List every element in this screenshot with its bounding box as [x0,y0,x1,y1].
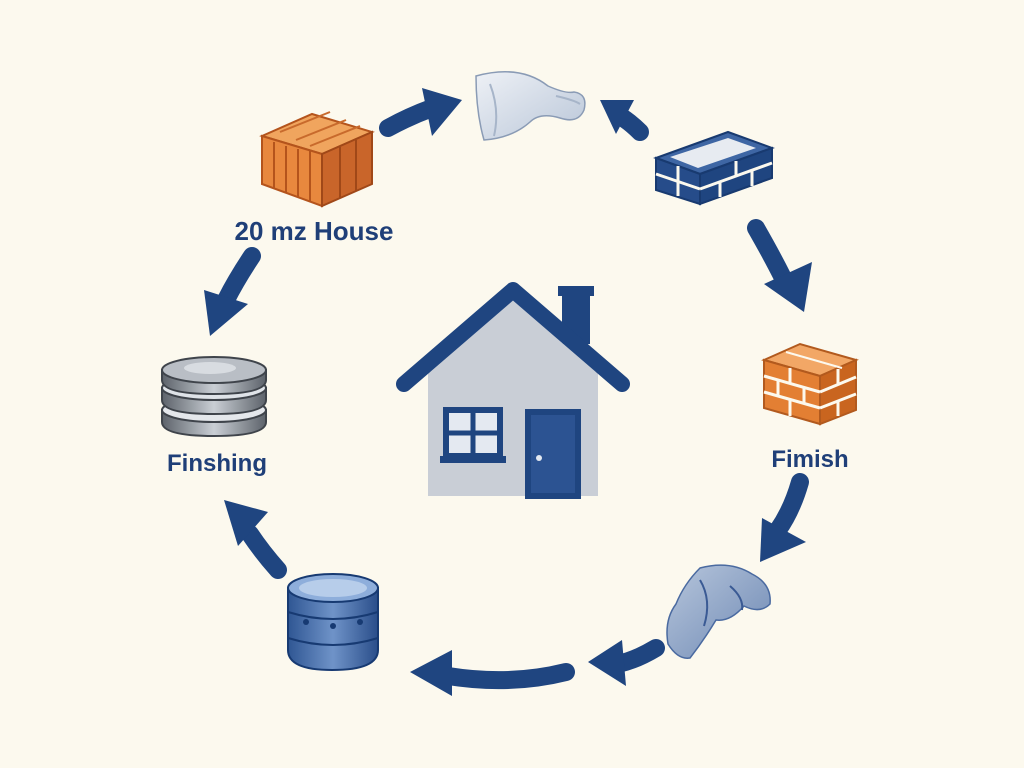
metal-disc-stack-icon [161,356,267,438]
arrow-top-right-to-right [747,219,812,312]
door-icon [525,409,581,499]
arrow-bottom-right-to-bottom-center [588,639,665,686]
arrow-right-to-bottom-right [760,473,809,562]
arrow-label-to-left [204,247,261,336]
arrow-drum-to-left [224,500,287,579]
arrow-top-right-to-top [600,100,649,141]
drum-barrel-icon [287,573,379,672]
roof-icon [396,282,630,392]
arrow-top-left-to-top [379,88,462,137]
label-finish: Fimish [771,446,848,473]
folded-cloth-icon [666,564,771,659]
brick-wall-icon [761,342,859,426]
wood-block-icon [259,111,375,208]
block-stack-icon [653,130,775,206]
label-finishing: Finshing [167,450,267,477]
window-icon [440,407,506,463]
label-house-size: 20 mz House [235,216,394,246]
arrow-bottom-center-to-drum [410,650,575,696]
house-icon [396,282,630,499]
fabric-sheet-icon [475,71,586,141]
